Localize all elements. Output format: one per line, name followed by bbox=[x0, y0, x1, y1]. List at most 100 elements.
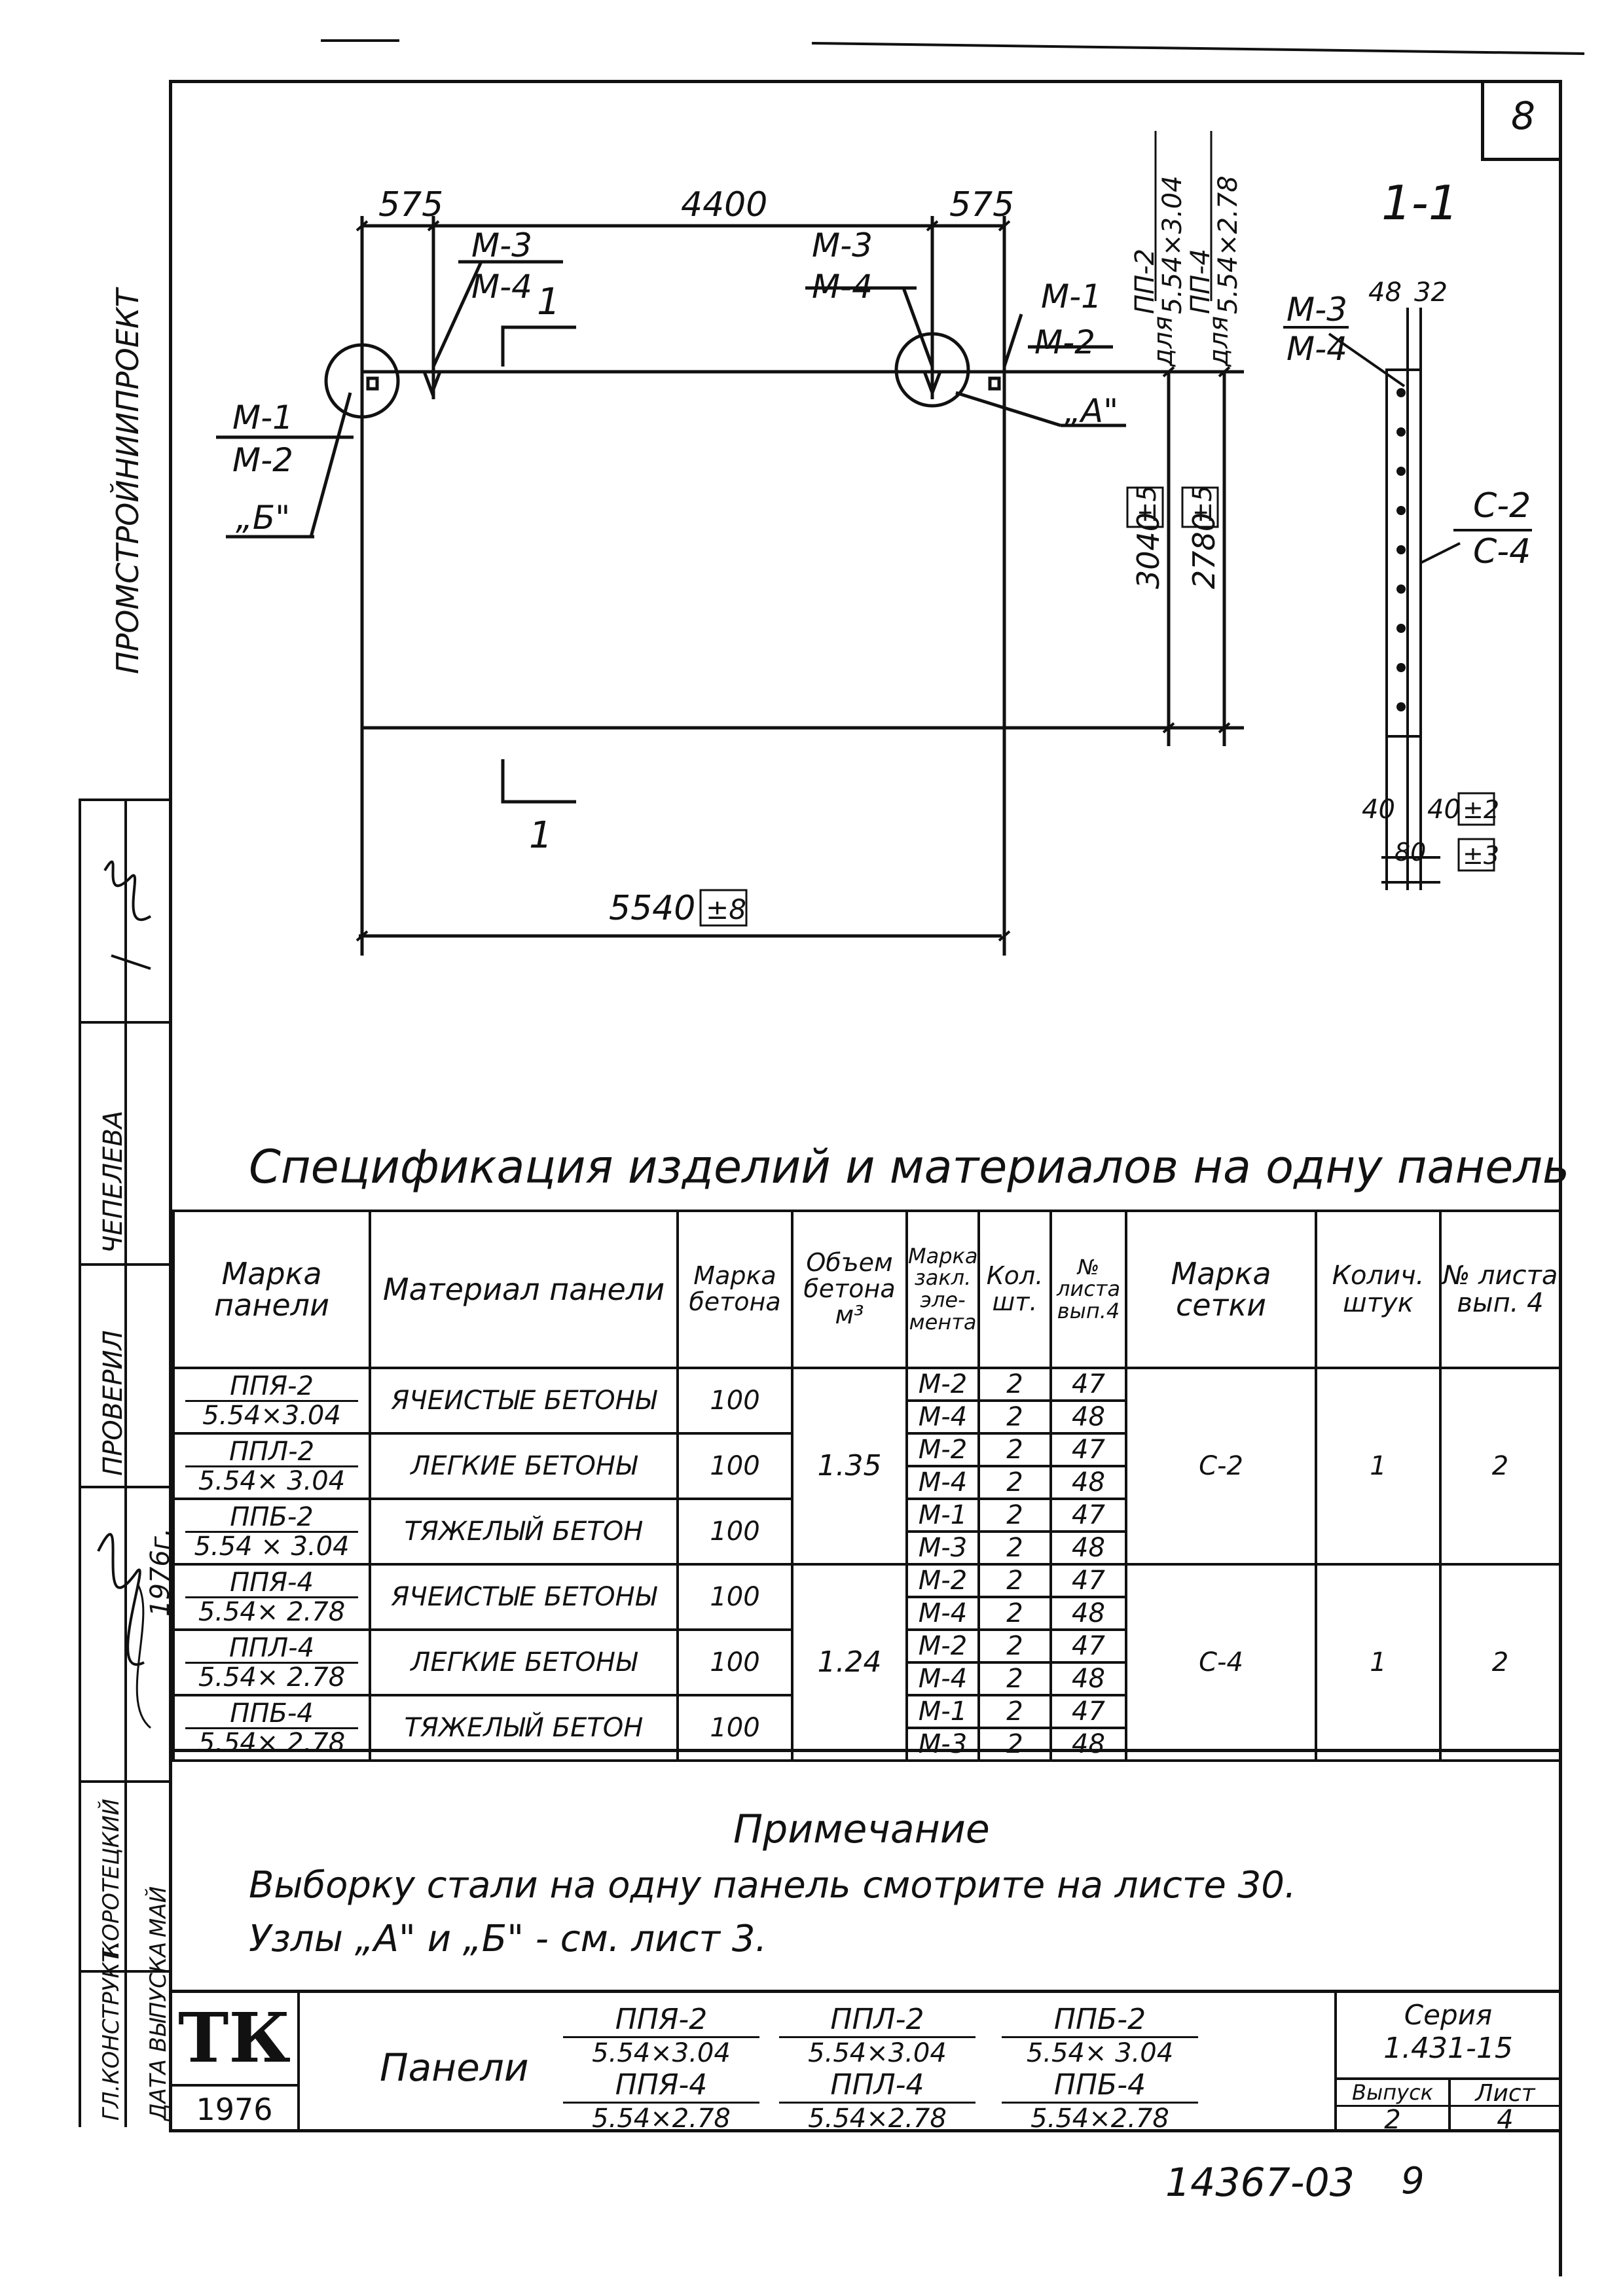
concrete-cell: 100 bbox=[676, 1432, 793, 1500]
issue-value: 2 bbox=[1384, 2105, 1401, 2135]
tb-panel-6: ППБ-4 5.54×2.78 bbox=[1002, 2068, 1198, 2134]
tb-panel-5: ППЛ-4 5.54×2.78 bbox=[779, 2068, 976, 2134]
item-qty: 2 bbox=[977, 1628, 1052, 1664]
panel-code: ППБ-4 bbox=[185, 1700, 358, 1729]
label-m3-left: М-3 bbox=[471, 226, 532, 264]
note-rule bbox=[172, 1749, 1559, 1752]
sheet-cell: 2 bbox=[1439, 1367, 1561, 1566]
tb-p1-size: 5.54×3.04 bbox=[592, 2038, 731, 2068]
panel-size: 5.54× 2.78 bbox=[198, 1662, 346, 1693]
sec-c2: С-2 bbox=[1473, 486, 1531, 526]
table-row: М-4 2 48 bbox=[173, 1596, 1560, 1631]
panel-code: ППЯ-4 bbox=[185, 1569, 358, 1598]
item-mark: М-4 bbox=[905, 1661, 980, 1696]
panel-size: 5.54× 2.78 bbox=[198, 1596, 346, 1627]
item-sheet: 48 bbox=[1049, 1596, 1127, 1631]
sec-c4: С-4 bbox=[1473, 532, 1531, 571]
concrete-cell: 100 bbox=[676, 1367, 793, 1435]
header-embedded-mark: Марка закл. эле-мента bbox=[905, 1210, 980, 1369]
panel-code: ППБ-2 bbox=[185, 1503, 358, 1533]
sec-dim-32: 32 bbox=[1414, 278, 1448, 308]
sheet-number: 8 bbox=[1511, 94, 1535, 138]
header-sheet-issue: № листа вып.4 bbox=[1049, 1210, 1127, 1369]
item-mark: М-4 bbox=[905, 1596, 980, 1631]
tol-3040: ±5 bbox=[1132, 485, 1162, 524]
item-mark: М-3 bbox=[905, 1530, 980, 1566]
tb-p6-code: ППБ-4 bbox=[1002, 2068, 1198, 2104]
label-m3-right: М-3 bbox=[812, 226, 873, 264]
tb-p3-size: 5.54× 3.04 bbox=[1026, 2038, 1174, 2068]
item-mark: М-2 bbox=[905, 1367, 980, 1402]
dim-4400: 4400 bbox=[681, 185, 767, 224]
tb-p4-size: 5.54×2.78 bbox=[592, 2104, 731, 2134]
table-row: М-3 2 48 bbox=[173, 1530, 1560, 1566]
sec-m4: М-4 bbox=[1286, 330, 1347, 368]
header-mesh-mark: Марка сетки bbox=[1125, 1210, 1317, 1369]
material-cell: ТЯЖЕЛЫЙ БЕТОН bbox=[369, 1694, 679, 1762]
header-sheet-issue2: № листа вып. 4 bbox=[1439, 1210, 1561, 1369]
signatures bbox=[97, 860, 152, 1729]
item-qty: 2 bbox=[977, 1530, 1052, 1566]
item-qty: 2 bbox=[977, 1465, 1052, 1500]
side-stamp-rule bbox=[79, 1263, 169, 1266]
note-title: Примечание bbox=[733, 1806, 990, 1852]
side-stamp-rule bbox=[79, 798, 169, 801]
section-mark-top: 1 bbox=[537, 281, 560, 323]
volume-cell: 1.35 bbox=[791, 1367, 908, 1566]
concrete-cell: 100 bbox=[676, 1628, 793, 1696]
panel-size: 5.54 × 3.04 bbox=[194, 1531, 350, 1562]
sec-dim-80: 80 bbox=[1395, 838, 1426, 867]
item-mark: М-4 bbox=[905, 1465, 980, 1500]
section-mark-bottom: 1 bbox=[529, 814, 553, 857]
sec-dim-48: 48 bbox=[1368, 278, 1402, 308]
item-sheet: 48 bbox=[1049, 1399, 1127, 1435]
material-cell: ЯЧЕИСТЫЕ БЕТОНЫ bbox=[369, 1563, 679, 1631]
side-stamp-rule bbox=[79, 1780, 169, 1783]
sheet-number-box: 8 bbox=[1481, 80, 1562, 161]
concrete-cell: 100 bbox=[676, 1563, 793, 1631]
footer-code: 14367-03 bbox=[1165, 2160, 1355, 2206]
sec-m3: М-3 bbox=[1286, 291, 1347, 329]
tb-p2-size: 5.54×3.04 bbox=[808, 2038, 947, 2068]
concrete-cell: 100 bbox=[676, 1498, 793, 1566]
item-qty: 2 bbox=[977, 1563, 1052, 1598]
item-sheet: 47 bbox=[1049, 1563, 1127, 1598]
tb-p3-code: ППБ-2 bbox=[1002, 2003, 1198, 2038]
header-concrete-mark: Марка бетона bbox=[676, 1210, 793, 1369]
sheet-value: 4 bbox=[1497, 2105, 1514, 2135]
panel-size: 5.54× 3.04 bbox=[198, 1465, 346, 1496]
note-line-2: Узлы „А" и „Б" - см. лист 3. bbox=[249, 1918, 767, 1960]
item-mark: М-1 bbox=[905, 1694, 980, 1729]
material-cell: ЛЕГКИЕ БЕТОНЫ bbox=[369, 1628, 679, 1696]
item-qty: 2 bbox=[977, 1727, 1052, 1762]
panels-label: Панели bbox=[380, 2045, 529, 2090]
tol-2780: ±5 bbox=[1188, 485, 1218, 524]
label-m1-right: М-1 bbox=[1041, 278, 1102, 315]
sheet-label: Лист bbox=[1475, 2080, 1535, 2107]
sheet-cell: 2 bbox=[1439, 1563, 1561, 1762]
panel-ref-2b: 5.54×2.78 bbox=[1213, 175, 1243, 314]
count-cell: 1 bbox=[1315, 1563, 1442, 1762]
section-title: 1-1 bbox=[1381, 175, 1459, 230]
tb-p1-code: ППЯ-2 bbox=[563, 2003, 759, 2038]
header-count: Колич. штук bbox=[1315, 1210, 1442, 1369]
dim-5540: 5540 bbox=[609, 889, 695, 928]
dim-575-left: 575 bbox=[378, 185, 443, 224]
tb-p5-code: ППЛ-4 bbox=[779, 2068, 976, 2104]
panel-code: ППЛ-2 bbox=[185, 1438, 358, 1467]
volume-cell: 1.24 bbox=[791, 1563, 908, 1762]
label-m2-right: М-2 bbox=[1034, 323, 1095, 361]
sec-tol-3: ±3 bbox=[1463, 841, 1499, 870]
note-line-1: Выборку стали на одну панель смотрите на… bbox=[249, 1864, 1296, 1907]
tb-panel-1: ППЯ-2 5.54×3.04 bbox=[563, 2003, 759, 2068]
item-sheet: 48 bbox=[1049, 1661, 1127, 1696]
item-mark: М-2 bbox=[905, 1628, 980, 1664]
dim-2780: 2780 bbox=[1186, 512, 1222, 589]
item-qty: 2 bbox=[977, 1432, 1052, 1467]
tol-5540: ±8 bbox=[706, 893, 746, 925]
